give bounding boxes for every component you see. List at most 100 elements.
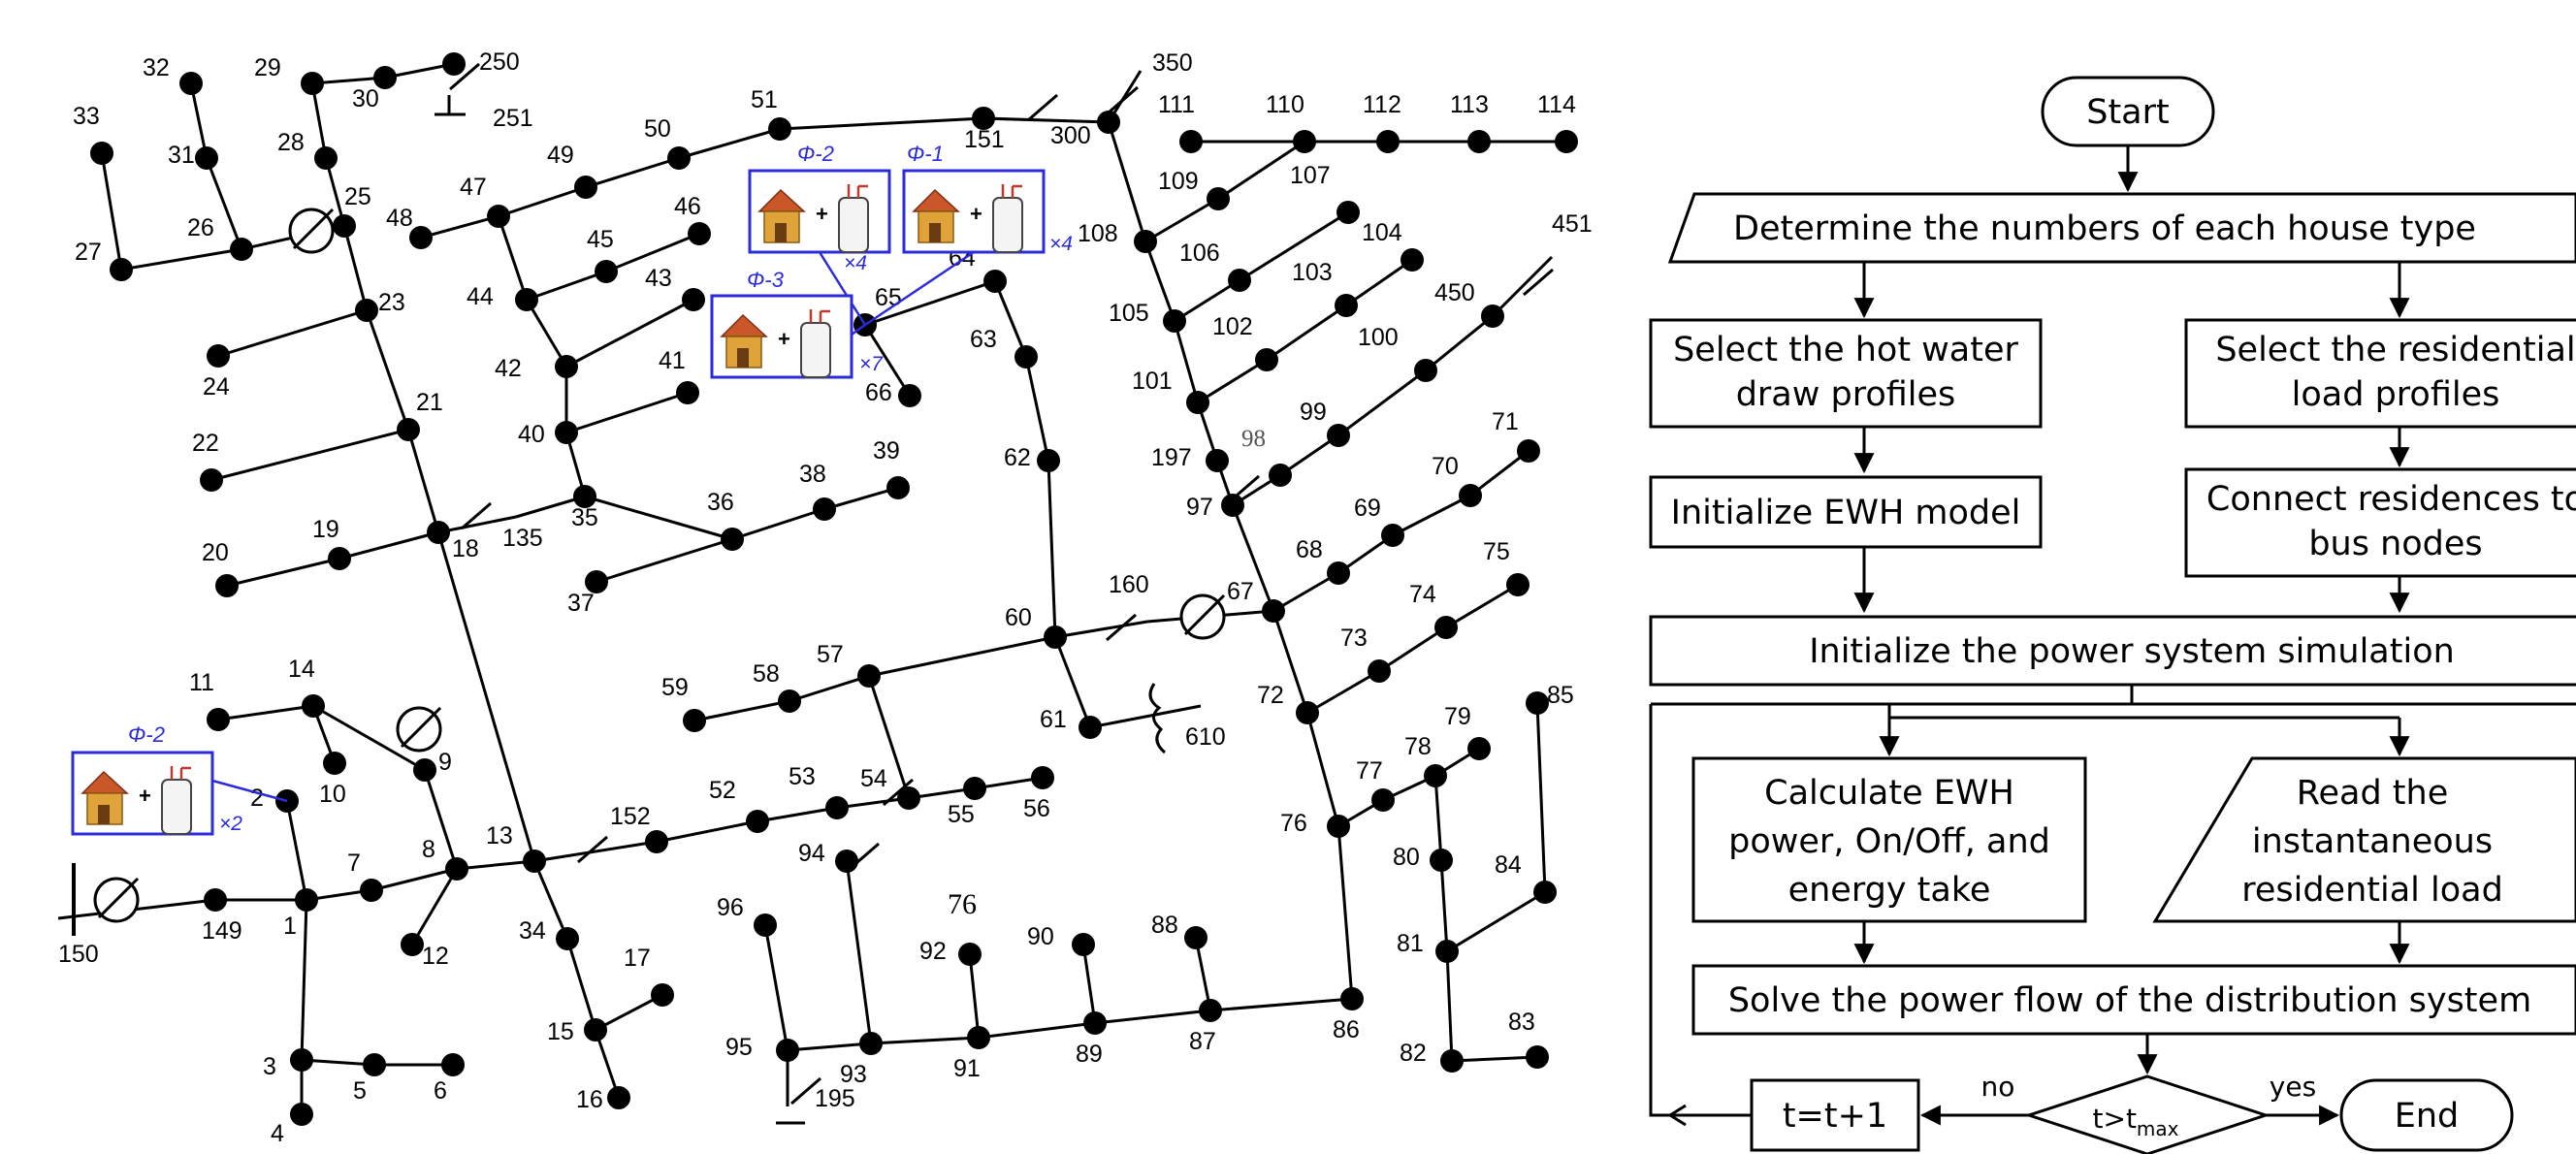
node-label: 108	[1078, 220, 1118, 247]
node-label: 89	[1076, 1041, 1103, 1068]
node-label: 34	[519, 917, 546, 945]
line-450-451	[1491, 255, 1554, 318]
line-152-52	[656, 819, 758, 844]
bus-node	[230, 238, 253, 261]
line-69-70	[1392, 494, 1471, 537]
line-151-300	[982, 116, 1110, 124]
line-65-66	[863, 324, 912, 397]
node-label: 36	[707, 489, 734, 516]
bus-node	[401, 933, 424, 956]
node-label: 39	[873, 437, 900, 465]
end-terminal	[2339, 1078, 2514, 1152]
node-label: 85	[1547, 682, 1574, 709]
bus-node	[445, 857, 468, 881]
bus-node	[585, 570, 608, 593]
node-label: 110	[1266, 91, 1304, 118]
water-heater-icon	[800, 322, 831, 378]
line-89-90	[1081, 944, 1097, 1024]
decision-diamond	[2024, 1074, 2270, 1154]
line-63-64	[993, 280, 1028, 358]
bus-node	[676, 381, 699, 404]
line-28-29	[310, 82, 328, 159]
node-label: 26	[187, 214, 214, 241]
residence-clusters: +Φ-1×4+Φ-2×4+Φ-3×7+Φ-2×2	[71, 142, 1073, 836]
bus-node	[859, 1032, 883, 1055]
line-15-17	[595, 993, 663, 1032]
bus-node	[897, 786, 920, 810]
switch-icon	[1027, 93, 1058, 122]
node-label: 38	[799, 461, 826, 488]
node-label: 20	[202, 539, 229, 566]
bus-node	[1459, 484, 1482, 507]
bus-node	[204, 888, 227, 912]
node-label: 53	[789, 763, 816, 790]
bus-node	[207, 344, 230, 368]
node-label: 18	[452, 535, 479, 562]
bus-node	[302, 694, 325, 718]
cluster-phase: Φ-2	[797, 142, 834, 166]
select-hot-water-box	[1649, 318, 2043, 429]
line-65-64	[864, 279, 996, 327]
node-label: 45	[587, 226, 614, 253]
cluster-count: ×4	[844, 252, 867, 274]
node-label: 4	[271, 1120, 284, 1147]
line-19-20	[226, 557, 340, 588]
line-58-59	[693, 699, 790, 722]
node-label: 27	[75, 239, 102, 266]
bus-node	[328, 547, 351, 570]
node-label: 2	[250, 785, 264, 812]
line-60-61	[1053, 636, 1092, 728]
pv-icon	[1148, 683, 1167, 754]
node-label: 42	[495, 355, 522, 382]
line-40-41	[565, 391, 689, 434]
line-93-95	[787, 1042, 872, 1052]
bus-node	[373, 66, 397, 89]
line-61-610	[1089, 704, 1202, 729]
bus-node	[1134, 230, 1157, 253]
line-38-39	[823, 486, 899, 511]
bus-node	[584, 1018, 607, 1042]
node-label: 77	[1356, 757, 1383, 785]
bus-node	[688, 222, 711, 245]
line-87-88	[1194, 937, 1212, 1011]
line-25-28	[324, 157, 346, 227]
line-105-108	[1143, 240, 1176, 322]
bus-node	[754, 914, 777, 937]
line-47-48	[420, 214, 499, 240]
node-label: 16	[576, 1086, 603, 1113]
node-label: 31	[168, 142, 195, 169]
line-86-87	[1209, 997, 1353, 1012]
line-80-81	[1439, 859, 1449, 952]
bus-node	[363, 1053, 386, 1076]
node-label: 103	[1292, 259, 1333, 286]
node-label: 7	[347, 849, 361, 877]
node-label: 3	[263, 1053, 276, 1080]
line-81-82	[1445, 950, 1454, 1062]
arrow	[1667, 1104, 1687, 1127]
node-label: 101	[1132, 368, 1173, 395]
house-door	[929, 223, 941, 242]
node-label: 5	[353, 1077, 367, 1105]
bus-node	[442, 52, 466, 76]
node-label: 50	[644, 115, 671, 143]
node-label: 84	[1495, 851, 1522, 879]
bus-node	[1327, 424, 1350, 447]
line-26-27	[120, 247, 242, 272]
node-label: 150	[58, 941, 99, 968]
read-load-box	[2152, 756, 2576, 923]
node-label: 49	[547, 142, 574, 169]
line-7-8	[370, 867, 458, 892]
bus-node	[683, 709, 706, 732]
switch-icon	[1108, 85, 1139, 114]
bus-node	[555, 355, 578, 378]
determine-box	[1667, 192, 2576, 264]
node-label: 109	[1158, 168, 1199, 195]
line-45-46	[605, 232, 700, 273]
cluster-count: ×4	[1049, 233, 1073, 255]
water-heater-icon	[992, 197, 1023, 253]
bus-node	[1526, 691, 1549, 715]
line-54-57	[867, 675, 911, 799]
house-door	[775, 223, 787, 242]
node-label: 13	[486, 822, 513, 849]
